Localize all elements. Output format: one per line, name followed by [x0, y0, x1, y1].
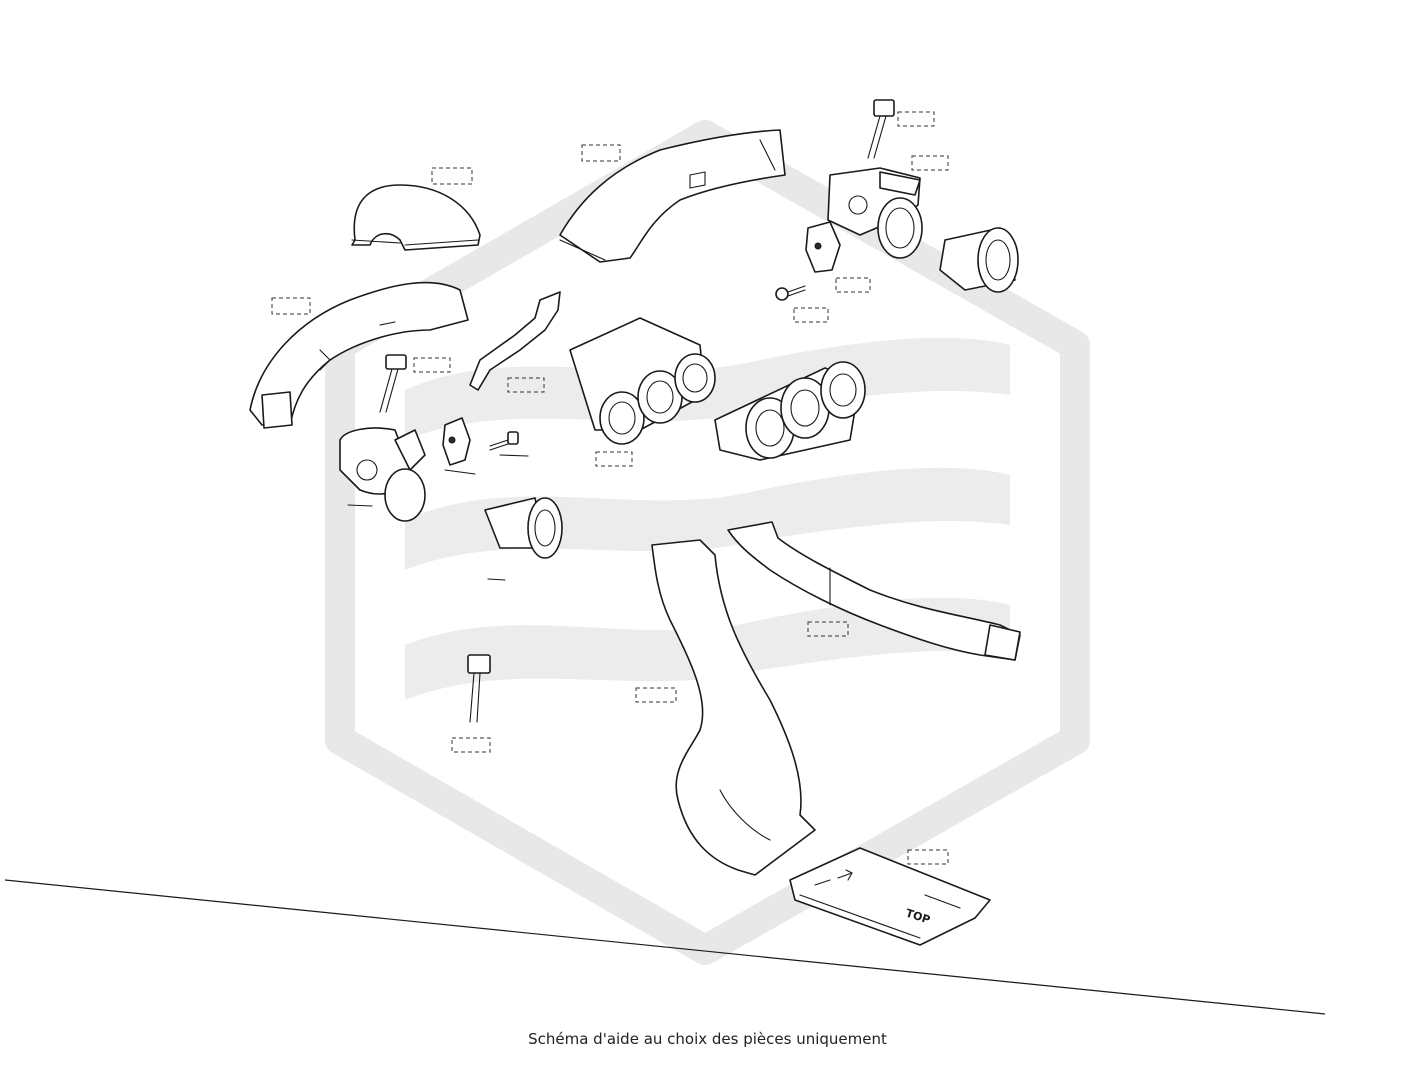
left-long-duct[interactable] — [249, 281, 469, 429]
left-sensor-probe[interactable] — [379, 354, 451, 413]
center-triple-vent-housing[interactable] — [569, 317, 716, 467]
right-vent-housing[interactable] — [827, 155, 949, 259]
left-vent-housing[interactable] — [339, 427, 426, 522]
rear-outlet-duct[interactable]: TOP — [789, 847, 991, 946]
center-bracket-duct[interactable] — [469, 291, 561, 393]
diagram-caption: Schéma d'aide au choix des pièces unique… — [528, 1030, 887, 1048]
right-actuator-motor[interactable] — [805, 221, 871, 293]
floor-duct-left[interactable] — [635, 539, 816, 876]
upper-center-duct[interactable] — [559, 129, 786, 263]
left-screw[interactable] — [489, 431, 529, 457]
left-actuator-motor[interactable] — [442, 417, 476, 475]
left-round-vent[interactable] — [484, 497, 563, 581]
right-triple-vent-cluster[interactable] — [714, 361, 866, 461]
ground-line — [4, 879, 1326, 1015]
upper-left-duct[interactable] — [351, 167, 481, 251]
right-sensor-probe[interactable] — [867, 99, 935, 159]
right-round-vent[interactable] — [939, 227, 1019, 293]
lower-sensor-probe[interactable] — [451, 654, 491, 753]
floor-duct-right[interactable] — [727, 521, 1021, 661]
right-screw[interactable] — [775, 285, 829, 323]
